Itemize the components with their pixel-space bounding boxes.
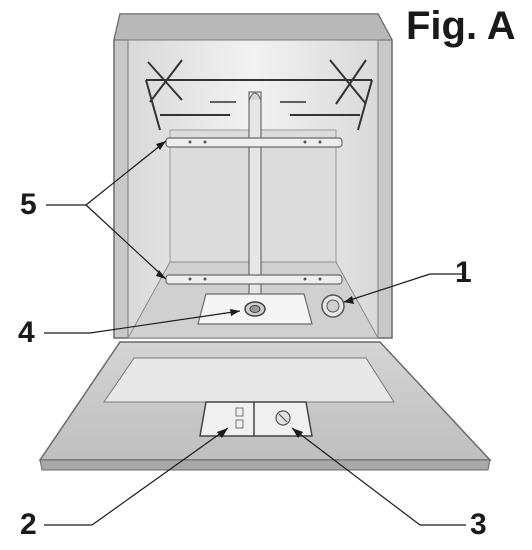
callout-3: 3: [470, 508, 487, 541]
leader-arrowheads: [156, 141, 354, 438]
filter-assembly: [197, 293, 313, 325]
figure-title: Fig. A: [406, 4, 516, 48]
water-supply-pipe: [248, 91, 262, 298]
leader-lines: [44, 140, 466, 526]
salt-container-cap: [321, 294, 345, 318]
upper-basket-rails: [145, 59, 373, 131]
callout-4: 4: [18, 316, 35, 349]
upper-spray-arm: [165, 137, 343, 148]
callout-2: 2: [20, 508, 37, 541]
callout-1: 1: [455, 256, 472, 289]
callout-5: 5: [20, 188, 37, 221]
rinse-aid-dispenser-cap: [275, 410, 291, 426]
lower-spray-arm: [165, 274, 343, 285]
open-door: [38, 341, 492, 471]
